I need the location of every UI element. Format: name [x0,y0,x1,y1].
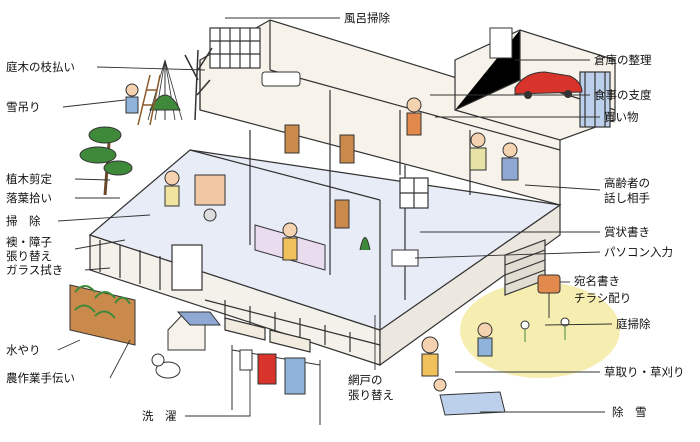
mailbox [537,274,561,318]
label-souko-seiri: 倉庫の整理 [594,53,652,67]
label-kaimono: 買い物 [604,110,639,124]
label-koureisha: 高齢者の [604,176,650,190]
storage-shelf [489,27,513,59]
label-yukitsuri: 雪吊り [6,100,41,114]
label-nousagyou-tetsudai: 農作業手伝い [6,371,75,385]
door-3 [339,134,355,164]
label-niwaki-edabarai: 庭木の枝払い [6,60,75,74]
bare-tree [184,47,213,121]
elderly-and-helpers [282,97,519,392]
label-harikae: 張り替え [6,249,52,263]
dog-head [151,353,165,367]
gardener-person [125,83,139,97]
label-amido-harikae: 張り替え [348,388,394,402]
label-niwa-souji: 庭掃除 [616,317,651,331]
label-ueki-sentei: 植木剪定 [6,172,52,186]
label-fusuma-shouji: 襖・障子 [6,235,52,249]
flowers [520,317,570,342]
label-sentaku: 洗 濯 [142,409,177,423]
label-pasokon-nyuuryoku: パソコン入力 [604,245,673,259]
dog [155,361,181,379]
label-glass-fuki: ガラス拭き [6,263,64,277]
vegetable-field [69,284,136,346]
label-hanashi-aite: 話し相手 [604,191,650,205]
leader-lines [57,17,613,417]
red-car [514,71,583,95]
cleaning-person-body [164,185,180,207]
label-josetsu: 除 雪 [612,405,647,419]
pine-tree [79,126,133,196]
dog-house [167,311,222,351]
house-plant [359,237,371,251]
label-furo-souji: 風呂掃除 [344,11,390,25]
label-atena-gaki: 宛名書き [574,274,620,288]
laundry-line [231,345,321,425]
cleaning-person [164,170,180,186]
computer-desk [391,249,419,267]
ladder [137,74,161,126]
gardener-body [125,96,139,114]
door-1 [284,124,300,154]
label-mizuyari: 水やり [6,343,41,357]
label-rakuyou-hiroi: 落葉拾い [6,191,52,205]
shoji-door [194,174,226,206]
label-chirashi-kubari: チラシ配り [574,291,632,305]
car-wheel-back [564,90,572,98]
label-kusatori-kusakari: 草取り・草刈り [604,365,685,379]
door-2 [334,199,350,229]
label-souji: 掃 除 [6,214,41,228]
label-amido: 網戸の [348,373,383,387]
garden-patch [460,282,620,378]
label-shoujou-gaki: 賞状書き [604,225,650,239]
bathtub [261,71,301,87]
vacuum-cleaner [203,208,217,222]
label-shokuji-shitaku: 食事の支度 [594,88,652,102]
